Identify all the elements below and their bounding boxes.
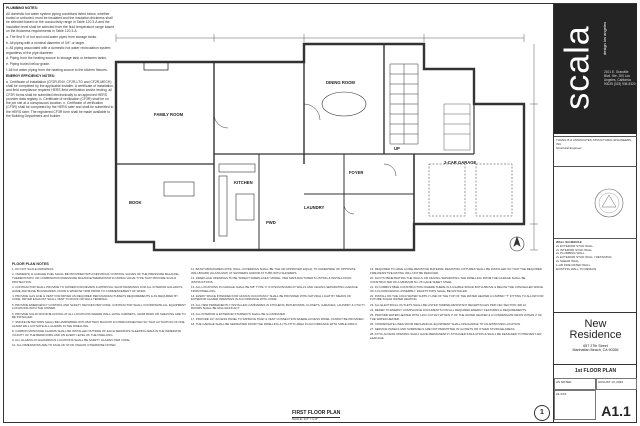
plumbing-notes-list: a. The first 5' of hot and cold-water pi… [6, 35, 114, 73]
notes-column-3: 19. REQUIRED TO HAVE A FIRE-RESISTIVE MA… [370, 268, 544, 408]
floor-plan-note: 25. PROVIDE WATER HEATER WITH 120V OUTLE… [370, 313, 543, 321]
room-label-dining: DINING ROOM [326, 80, 355, 85]
wall-legend-item: 2x INTERIOR STUD WALL [556, 247, 593, 252]
room-label-kitchen: KITCHEN [234, 180, 253, 185]
room-label-laundry: LAUNDRY [304, 205, 325, 210]
floor-plan-note: 18. THE GARAGE SHALL BE SEPARATED FROM T… [191, 321, 358, 326]
floor-plan-note: 2. OWNER(S) & GARAGE FUEL SHALL BE PROVI… [12, 272, 180, 284]
wall-legend-item: 2x PLUMBING WALL [556, 251, 585, 256]
floor-plan-note: 9. ALL GLAZING IN HAZARDOUS LOCATIONS SH… [12, 338, 131, 343]
floor-plan-note: 20. DUCTS PENETRATING THE WALLS OR CEILI… [370, 275, 526, 284]
notes-column-2: 11. BATHTUB/SHOWER NOTE: WALL COVERINGS … [191, 268, 365, 408]
plumbing-notes-text: All domestic hot water system piping con… [6, 11, 114, 33]
floor-plan-notes: FLOOR PLAN NOTES 1. DO NOT SCALE DRAWING… [6, 262, 546, 412]
firm-logo: scala design los angeles 2101 E. Granvil… [554, 4, 637, 134]
drawing-number: 1 [534, 405, 550, 421]
plumbing-notes-heading: PLUMBING NOTES: [6, 6, 38, 10]
room-label-foyer: FOYER [349, 170, 363, 175]
floor-plan-note: 14. EVERY SPACE INTENDED FOR HUMAN OCCUP… [191, 293, 352, 302]
wall-legend-item: EXISTING WALL TO REMAIN [556, 266, 597, 271]
job-number: 24-XXX [554, 390, 596, 420]
floor-plan-note: 6. PROVIDE SOLID WOOD BLOCKING AT ALL LO… [12, 311, 186, 320]
project-name-line-1: New [584, 318, 607, 330]
drawing-sheet: PLUMBING NOTES: All domestic hot water s… [3, 3, 637, 423]
floor-plan-note: 15. ALL NEW PERMANENTLY INSTALLED LUMINA… [191, 302, 365, 311]
room-label-up: UP [394, 146, 400, 151]
project-address-line-1: 657 27th Street [583, 344, 608, 348]
floor-plan-note: 22. INSTALL ON THE COLD WATER SUPPLY LIN… [370, 293, 544, 302]
floor-plan-notes-heading: FLOOR PLAN NOTES [12, 262, 49, 266]
consultant-block: THANG B & ASSOCIATES STRUCTURAL ENGINEER… [554, 136, 637, 164]
plumbing-note-item: e. Piping buried below grade. [6, 62, 50, 67]
wall-legend-item: 2x EXTERIOR STUD WALL [556, 243, 594, 248]
title-block: scala design los angeles 2101 E. Granvil… [553, 4, 637, 422]
engineer-stamp-icon [594, 188, 624, 218]
plumbing-note-item: b. All piping with a nominal diameter of… [6, 40, 86, 45]
drawing-area: PLUMBING NOTES: All domestic hot water s… [4, 4, 552, 422]
floor-plan-note: 8. CARBON MONOXIDE ALARMS SHALL BE INSTA… [12, 329, 182, 338]
floor-plan-note: 24. REFER TO ENERGY COMPLIANCE DOCUMENTS… [370, 307, 527, 312]
floor-plan-note: 17. PROVIDE 1/2" ACCESS PANEL TO IMPROVE… [191, 316, 365, 321]
floor-plan-note: 27. SERVICE PANELS AND SUBPANELS ARE NOT… [370, 327, 516, 332]
floor-plan-note: 12. FIREPLACE OPENINGS TO BE "DIRECT FIR… [191, 275, 352, 284]
floor-plan-note: 13. ALL LOCATIONS IN GARAGE SHALL BE 5/8… [191, 284, 358, 293]
firm-address: 2101 E. Granville Blvd. Ste. 200 Los Ang… [604, 70, 636, 86]
revision-label: AS NOTED [554, 378, 596, 390]
exterior-wall [114, 42, 526, 252]
date-label: AUGUST 13, 2024 [596, 378, 637, 390]
floor-plan-note: 4. PROVIDE GAS LINE & VENT FOR DRYER AS … [12, 293, 178, 302]
plumbing-energy-notes: PLUMBING NOTES: All domestic hot water s… [6, 6, 114, 181]
floor-plan-note: 19. REQUIRED TO HAVE A FIRE-RESISTIVE MA… [370, 268, 542, 275]
sheet-title: 1st FLOOR PLAN [554, 364, 637, 379]
sheet-number: A1.1 [601, 403, 631, 419]
room-label-family: FAMILY ROOM [154, 112, 184, 117]
project-name-line-2: Residence [569, 329, 622, 341]
floor-plan-note: 26. CONDENSATE LINES FROM MECHANICAL EQU… [370, 321, 521, 326]
floor-plan-note: 7. SMOKE DETECTORS SHALL BE HARDWIRED WI… [12, 320, 185, 329]
sheet-meta: AS NOTED AUGUST 13, 2024 24-XXX [554, 378, 637, 422]
floor-plan-note: 16. ALL INTERIOR & EXTERIOR STAIRWAYS SH… [191, 311, 286, 316]
drawing-scale: SCALE: 1/4" = 1'-0" [292, 417, 319, 421]
floor-plan-note: 3. CONTRACTOR SHALL PROVIDE TO OWNER FOR… [12, 284, 184, 293]
stamp-area [554, 166, 637, 237]
logo-wordmark: scala [558, 24, 597, 110]
consultant-detail: Structural Engineer [556, 145, 582, 150]
wall-legend-item: 2x SHEAR WALL [556, 258, 580, 263]
plumbing-note-item: a. The first 5' of hot and cold-water pi… [6, 34, 98, 39]
floor-plan-note: 11. BATHTUB/SHOWER NOTE: WALL COVERINGS … [191, 268, 356, 275]
plumbing-note-item: d. Piping from the heating source to sto… [6, 56, 107, 61]
plumbing-note-item: f. All hot water piping from the heating… [6, 68, 108, 73]
wall-legend-heading: WALL SCHEDULE [556, 240, 582, 244]
room-label-garage: 2-CAR GARAGE [444, 160, 477, 165]
energy-notes-heading: ENERGY EFFICIENCY NOTES: [6, 73, 56, 78]
project-address-line-2: Manhattan Beach, CA 90266 [572, 348, 619, 352]
room-label-book: BOOK [129, 200, 142, 205]
project-block: New Residence 657 27th Street Manhattan … [554, 312, 637, 363]
floor-plan-note: 28. ATTIC ACCESS OPENING SHALL HAVE PERM… [370, 332, 542, 341]
consultant-name: THANG B & ASSOCIATES STRUCTURAL ENGINEER… [556, 138, 633, 146]
room-label-pwd: PWD [266, 220, 276, 225]
plumbing-note-item: c. All piping associated with a domestic… [6, 46, 111, 55]
floor-plan-note: 1. DO NOT SCALE DRAWINGS. [12, 268, 55, 271]
floor-plan-note: 10. ALL DIMENSIONS ARE TO FACE OF STUD U… [12, 343, 117, 348]
wall-legend-item: 2x EXTERIOR STUD WALL / RETAINING [556, 255, 612, 260]
floor-plan: FAMILY ROOM DINING ROOM FOYER KITCHEN BO… [114, 34, 538, 252]
energy-notes-text: a. Certificate of Installation (CF2R-ENV… [6, 79, 114, 119]
floor-plan-note: 5. PROVIDE EMERGENCY CONTROL AND SAFETY … [12, 302, 186, 311]
floor-plan-note: 23. ALL ELECTRICAL OUTLETS SHALL BE LIST… [370, 302, 527, 307]
notes-column-1: 1. DO NOT SCALE DRAWINGS.2. OWNER(S) & G… [12, 268, 186, 408]
floor-plan-note: 21. IN COMBUSTIBLE CONSTRUCTION WHERE TH… [370, 284, 544, 293]
drawing-title: FIRST FLOOR PLAN [292, 410, 341, 418]
wall-legend-item: 1-HR FIRE RATED WALL [556, 262, 591, 267]
logo-subtitle: design los angeles [602, 21, 608, 55]
